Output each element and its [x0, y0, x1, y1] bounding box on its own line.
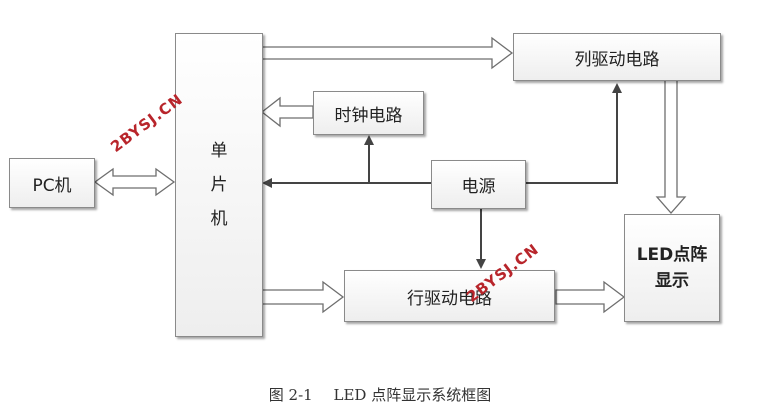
power-label: 电源 [461, 177, 496, 197]
pc-block: PC机 [9, 158, 95, 208]
mcu-block: 单 片 机 [175, 33, 263, 337]
col-driver-label: 列驱动电路 [574, 49, 660, 70]
mcu-label-1: 单 [210, 141, 228, 161]
power-block: 电源 [431, 160, 526, 209]
col-driver-to-led-arrow [655, 79, 687, 214]
mcu-label-3: 机 [210, 209, 228, 229]
pc-mcu-bidirectional-arrow [93, 167, 176, 197]
led-display-label-1: LED点阵 [636, 245, 708, 265]
clock-block: 时钟电路 [313, 91, 424, 135]
row-driver-to-led-arrow [555, 280, 626, 314]
led-display-block: LED点阵 显示 [624, 214, 720, 322]
clock-to-mcu-arrow [260, 96, 314, 128]
figure-number: 图 2-1 [268, 386, 313, 404]
figure-title: LED 点阵显示系统框图 [333, 386, 492, 404]
pc-label: PC机 [32, 175, 72, 196]
mcu-to-row-driver-arrow [261, 280, 345, 314]
figure-caption: 图 2-1 LED 点阵显示系统框图 [0, 384, 760, 405]
mcu-label-2: 片 [210, 175, 228, 195]
col-driver-block: 列驱动电路 [513, 33, 721, 81]
row-driver-block: 行驱动电路 [344, 270, 555, 322]
mcu-to-col-driver-arrow [261, 36, 514, 70]
row-driver-label: 行驱动电路 [407, 288, 492, 309]
led-display-label-2: 显示 [655, 271, 689, 291]
power-to-col-driver-line [526, 83, 622, 184]
clock-label: 时钟电路 [334, 105, 403, 126]
